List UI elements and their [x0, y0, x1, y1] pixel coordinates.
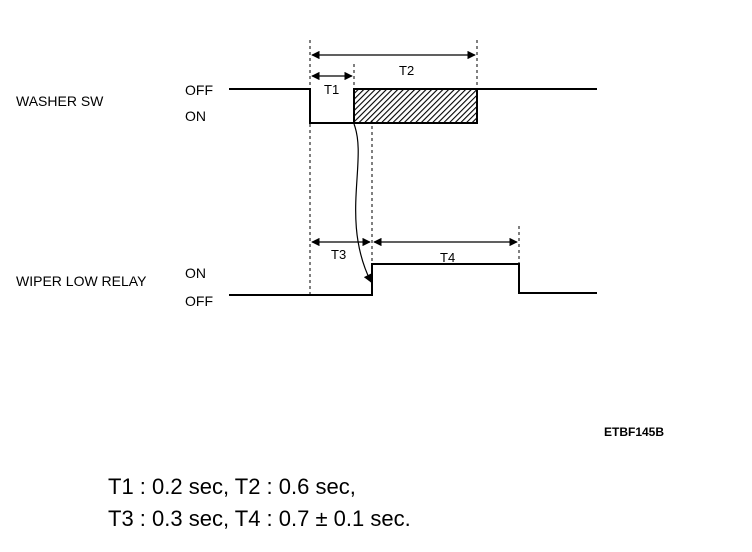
- legend-line-1: T1 : 0.2 sec, T2 : 0.6 sec,: [108, 474, 356, 499]
- figure-code: ETBF145B: [604, 425, 664, 439]
- legend-line-2: T3 : 0.3 sec, T4 : 0.7 ± 0.1 sec.: [108, 506, 411, 531]
- trigger-arrow: [353, 123, 372, 283]
- t2-label: T2: [399, 63, 414, 78]
- t1-label: T1: [324, 82, 339, 97]
- wiper-low-relay-label: WIPER LOW RELAY: [16, 273, 147, 289]
- wiper-low-relay-off-label: OFF: [185, 293, 213, 309]
- washer-sw-label: WASHER SW: [16, 93, 104, 109]
- wiper-low-relay-waveform: [229, 263, 597, 296]
- t4-label: T4: [440, 250, 455, 265]
- washer-sw-off-label: OFF: [185, 82, 213, 98]
- wiper-low-relay-on-label: ON: [185, 265, 206, 281]
- washer-sw-on-label: ON: [185, 108, 206, 124]
- washer-sw-hatched-region: [353, 88, 478, 124]
- t3-label: T3: [331, 247, 346, 262]
